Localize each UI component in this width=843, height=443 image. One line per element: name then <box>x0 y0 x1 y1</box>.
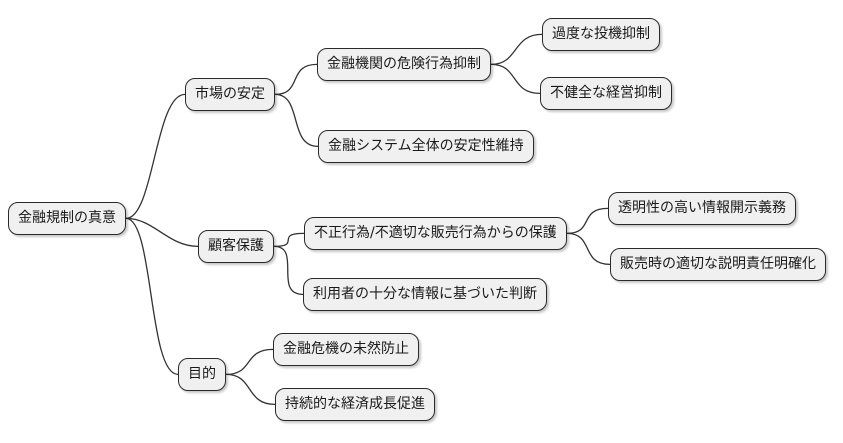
node-prevent-financial-crisis: 金融危機の未然防止 <box>273 333 419 366</box>
node-clarify-sales-accountability: 販売時の適切な説明責任明確化 <box>610 248 826 281</box>
node-promote-sustainable-growth: 持続的な経済成長促進 <box>275 388 435 421</box>
node-financial-regulation-true-intent: 金融規制の真意 <box>8 202 126 235</box>
node-restrain-risky-behavior: 金融機関の危険行為抑制 <box>317 48 491 81</box>
node-protection-from-fraud-improper-sales: 不正行為/不適切な販売行為からの保護 <box>304 217 567 250</box>
node-maintain-system-stability: 金融システム全体の安定性維持 <box>318 130 534 163</box>
node-curb-unsound-management: 不健全な経営抑制 <box>540 77 672 110</box>
node-market-stability: 市場の安定 <box>185 78 275 111</box>
node-purpose: 目的 <box>178 358 226 391</box>
node-transparent-disclosure-obligation: 透明性の高い情報開示義務 <box>608 192 796 225</box>
node-customer-protection: 顧客保護 <box>198 230 274 263</box>
node-curb-excessive-speculation: 過度な投機抑制 <box>542 18 660 51</box>
node-informed-user-decisions: 利用者の十分な情報に基づいた判断 <box>303 278 547 311</box>
